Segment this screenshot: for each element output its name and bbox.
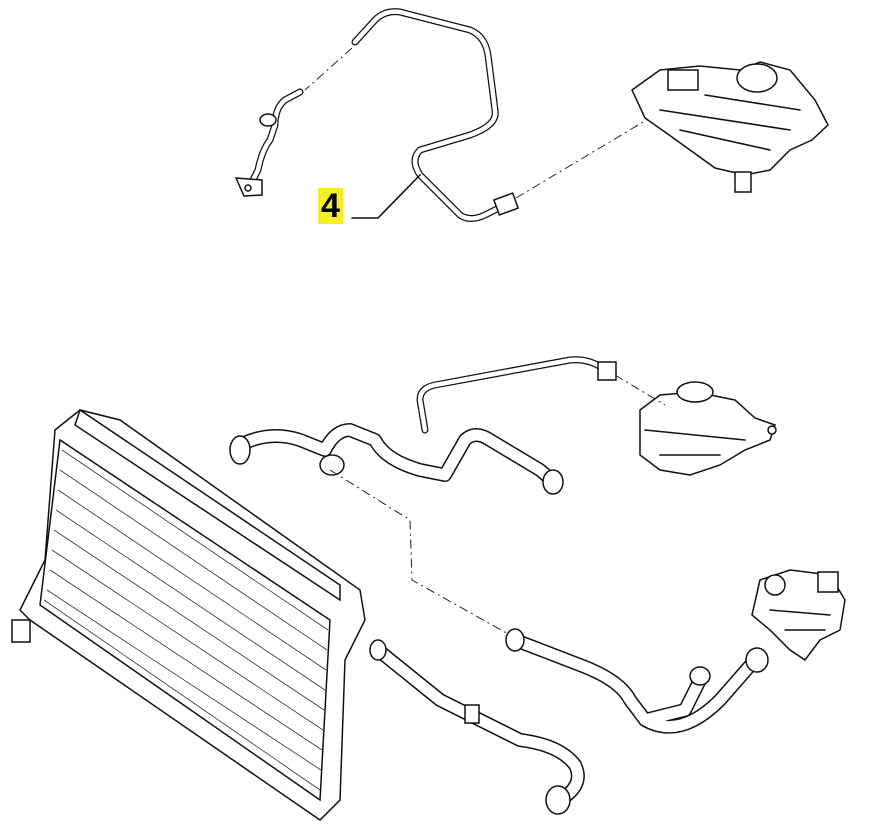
lower-radiator-hose[interactable] <box>369 639 585 815</box>
upper-radiator-breather-hose[interactable] <box>416 356 617 434</box>
radiator[interactable] <box>11 408 366 821</box>
callout-leader-line <box>351 174 421 219</box>
water-pump-hose[interactable] <box>505 628 769 734</box>
upper-radiator-hose[interactable] <box>229 423 564 495</box>
water-pump[interactable] <box>751 569 846 662</box>
callout-label-4: 4 <box>318 188 343 224</box>
part-4-hose[interactable] <box>234 8 520 222</box>
expansion-tank-middle[interactable] <box>639 381 777 476</box>
expansion-tank-upper[interactable] <box>631 61 829 193</box>
